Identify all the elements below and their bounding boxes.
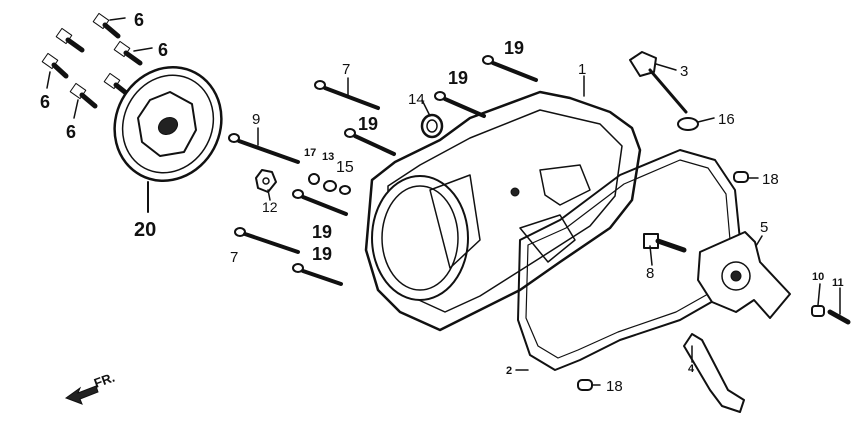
oil-filler-cap-3 [629, 51, 688, 114]
callout-18-upper: 18 [762, 171, 779, 188]
callout-19-second: 19 [448, 68, 468, 88]
callout-18-lower: 18 [606, 378, 623, 395]
oil-seal-14 [420, 113, 444, 139]
callout-14: 14 [408, 91, 425, 108]
nut-17 [308, 173, 320, 185]
cover-plate-20 [113, 66, 223, 213]
callout-7-lower: 7 [230, 249, 238, 266]
callout-15: 15 [336, 159, 354, 176]
callout-19-top: 19 [504, 38, 524, 58]
callout-1: 1 [578, 61, 586, 78]
callout-19-lower: 19 [312, 222, 332, 242]
spring-11 [827, 309, 851, 325]
crankcase-cover-1 [364, 90, 642, 332]
dowel-pin-18-lower [577, 379, 593, 391]
callout-6-bottom: 6 [66, 122, 76, 142]
bolt-19-b [434, 91, 486, 118]
callout-4: 4 [688, 363, 695, 375]
governor-assembly-5 [697, 231, 791, 319]
o-ring-16 [677, 117, 699, 131]
kick-arm-4 [683, 333, 745, 413]
dowel-pin-18-upper [733, 171, 749, 183]
callout-5: 5 [760, 219, 768, 236]
bolt-6-6 [69, 82, 98, 109]
callout-6-top: 6 [134, 10, 144, 30]
callout-8: 8 [646, 265, 654, 282]
callout-13: 13 [322, 151, 334, 163]
callout-17: 17 [304, 147, 316, 159]
callout-12: 12 [262, 199, 278, 215]
clamp-12 [255, 169, 277, 193]
callout-labels: 6 6 6 6 20 7 7 9 12 17 13 15 19 19 19 19… [40, 10, 844, 395]
bolt-6-4 [41, 52, 69, 79]
callout-6-mid: 6 [158, 40, 168, 60]
front-direction-label: FR. [92, 370, 117, 391]
bolt-6-3 [113, 40, 143, 66]
bolt-19-a [482, 55, 538, 82]
callout-16: 16 [718, 111, 735, 128]
callout-19-bottom: 19 [312, 244, 332, 264]
callout-10: 10 [812, 271, 824, 283]
callout-2: 2 [506, 365, 512, 377]
callout-7-upper: 7 [342, 61, 350, 78]
bolt-6-1 [55, 27, 85, 53]
spacer-10 [811, 305, 825, 317]
bolt-19-d [292, 189, 348, 216]
callout-3: 3 [680, 63, 688, 80]
callout-9: 9 [252, 111, 260, 128]
callout-6-left: 6 [40, 92, 50, 112]
front-direction-indicator: FR. [64, 370, 117, 405]
callout-19-middle: 19 [358, 114, 378, 134]
callout-11: 11 [832, 277, 844, 289]
bolt-9 [228, 133, 300, 164]
bolt-19-e [292, 263, 343, 286]
bolt-19-c [344, 128, 396, 156]
leader-lines [46, 17, 841, 386]
bolt-6-2 [92, 12, 121, 39]
bolt-7-upper [314, 80, 380, 110]
washer-13 [323, 180, 337, 192]
bolt-7-lower [234, 227, 300, 254]
washer-15 [339, 185, 351, 195]
shaft-8 [643, 233, 687, 253]
callout-20: 20 [134, 219, 156, 241]
